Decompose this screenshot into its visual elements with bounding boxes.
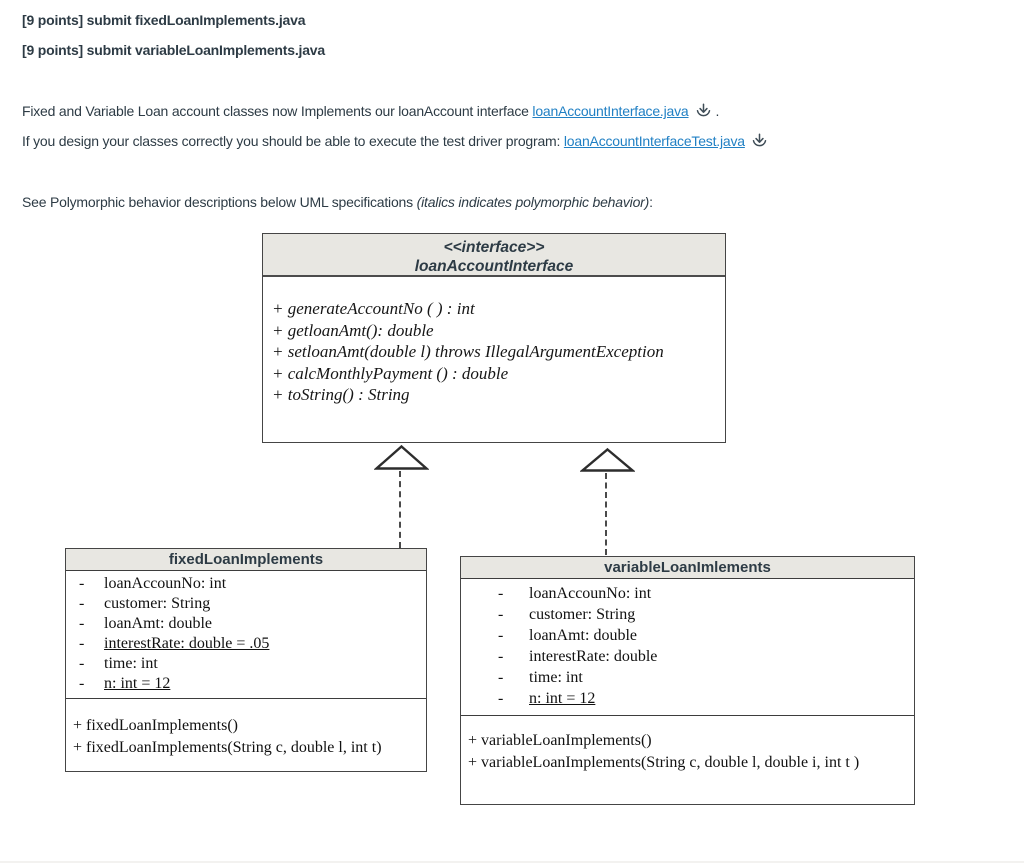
method-text: + fixedLoanImplements() [73,717,238,734]
download-icon[interactable] [752,133,767,151]
attribute-text: time: int [104,655,158,672]
attribute-text: loanAmt: double [529,627,637,644]
attribute-text: loanAccounNo: int [529,585,652,602]
attribute-bullet: - [79,635,85,652]
attribute-bullet: - [498,627,504,644]
paragraph-colon: : [649,194,653,210]
attribute-text: loanAccounNo: int [104,575,227,592]
interface-method: + calcMonthlyPayment () : double [272,363,509,383]
attribute-bullet: - [79,615,85,632]
attribute-text: interestRate: double [529,648,658,665]
interface-method: + setloanAmt(double l) throws IllegalArg… [272,342,664,361]
submit-instruction-variable: [9 points] submit variableLoanImplements… [22,42,325,58]
class-name-fixed: fixedLoanImplements [66,549,426,571]
paragraph-italic-note: (italics indicates polymorphic behavior) [416,194,650,210]
paragraph-test-driver: If you design your classes correctly you… [22,133,767,151]
interface-method: + generateAccountNo ( ) : int [272,299,475,318]
attribute-bullet: - [79,675,85,692]
realization-triangle-icon [580,447,635,472]
interface-method: + toString() : String [272,385,410,404]
attribute-text: time: int [529,669,583,686]
class-name-variable: variableLoanImlements [461,557,914,579]
attribute-row: - n: int = 12 [66,674,426,694]
class-methods-fixed: + fixedLoanImplements() + fixedLoanImple… [66,698,426,771]
loan-account-interface-test-file-link[interactable]: loanAccountInterfaceTest.java [563,133,745,149]
download-icon[interactable] [696,103,711,121]
method-text: + variableLoanImplements() [468,732,652,749]
attribute-bullet: - [79,595,85,612]
realization-dashed-line [399,471,401,548]
attribute-row: - n: int = 12 [461,688,914,709]
attribute-row: - interestRate: double = .05 [66,634,426,654]
realization-triangle-icon [374,444,429,470]
attribute-bullet: - [498,690,504,707]
attribute-row: - customer: String [461,604,914,625]
realization-dashed-line [605,473,607,555]
attribute-bullet: - [498,585,504,602]
attribute-row: - loanAccounNo: int [66,574,426,594]
interface-stereotype: <<interface>> [443,239,545,256]
paragraph-text: See Polymorphic behavior descriptions be… [22,194,417,210]
uml-interface-header: <<interface>> loanAccountInterface [263,234,725,277]
paragraph-text: Fixed and Variable Loan account classes … [22,103,533,119]
attribute-row: - time: int [461,667,914,688]
attribute-row: - loanAmt: double [461,625,914,646]
attribute-text: customer: String [104,595,211,612]
class-attributes-variable: - loanAccounNo: int - customer: String - lo… [461,579,914,715]
attribute-text: n: int = 12 [529,690,596,707]
attribute-bullet: - [79,655,85,672]
interface-name: loanAccountInterface [414,258,574,275]
attribute-row: - customer: String [66,594,426,614]
attribute-bullet: - [498,669,504,686]
method-text: + variableLoanImplements(String c, doubl… [468,754,860,771]
attribute-row: - time: int [66,654,426,674]
class-attributes-fixed: - loanAccounNo: int - customer: String - lo… [66,571,426,698]
interface-method: + getloanAmt(): double [272,320,434,340]
uml-interface-methods: + generateAccountNo ( ) : int + getloanA… [263,277,725,406]
method-text: + fixedLoanImplements(String c, double l… [73,739,382,756]
attribute-text: loanAmt: double [104,615,212,632]
uml-class-box-fixed: fixedLoanImplements - loanAccounNo: int -… [65,548,427,772]
attribute-row: - interestRate: double [461,646,914,667]
paragraph-polymorphic-note: See Polymorphic behavior descriptions be… [22,194,653,210]
uml-class-box-variable: variableLoanImlements - loanAccounNo: int… [460,556,915,805]
loan-account-interface-file-link[interactable]: loanAccountInterface.java [532,103,689,119]
paragraph-interface-file: Fixed and Variable Loan account classes … [22,103,719,121]
attribute-bullet: - [498,648,504,665]
attribute-text: customer: String [529,606,636,623]
attribute-bullet: - [498,606,504,623]
class-methods-variable: + variableLoanImplements() + variableLoa… [461,715,914,804]
attribute-text: n: int = 12 [104,675,171,692]
submit-instruction-fixed: [9 points] submit fixedLoanImplements.ja… [22,12,306,28]
uml-interface-box: <<interface>> loanAccountInterface + gen… [262,233,726,443]
paragraph-period: . [715,103,720,119]
paragraph-text: If you design your classes correctly you… [22,133,564,149]
attribute-row: - loanAccounNo: int [461,583,914,604]
attribute-text: interestRate: double = .05 [104,635,270,652]
attribute-row: - loanAmt: double [66,614,426,634]
attribute-bullet: - [79,575,85,592]
